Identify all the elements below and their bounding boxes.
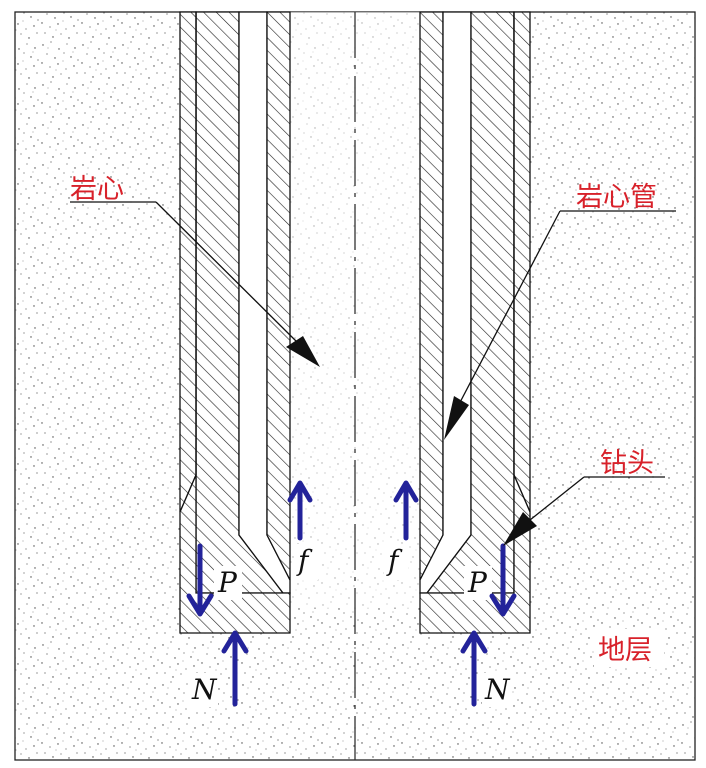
force-arrow-f-left xyxy=(287,480,313,541)
symbol-n-left: N xyxy=(191,673,218,706)
symbol-p-right: P xyxy=(467,566,488,599)
force-arrow-p-left xyxy=(186,543,214,617)
label-drill-bit: 钻头 xyxy=(600,448,654,479)
n-left-bg xyxy=(188,673,218,707)
symbol-p-left: P xyxy=(217,566,238,599)
label-stratum: 地层 xyxy=(598,635,652,666)
p-right-bg xyxy=(464,566,492,600)
left-outer-tube xyxy=(266,11,291,581)
force-arrow-n-right xyxy=(460,630,488,707)
stratum-label-bg xyxy=(594,629,664,667)
core-tube-leader xyxy=(444,210,676,440)
f-left-bg xyxy=(294,544,318,580)
force-arrow-n-left xyxy=(221,630,249,707)
label-core: 岩心 xyxy=(70,174,124,205)
drill-bit-leader xyxy=(503,476,665,546)
f-right-bg xyxy=(384,544,408,580)
p-left-bg xyxy=(214,566,242,600)
core-leader xyxy=(70,201,320,367)
label-core-tube: 岩心管 xyxy=(576,182,657,213)
n-right-bg xyxy=(482,673,512,707)
force-arrow-p-right xyxy=(489,543,517,617)
force-arrow-f-right xyxy=(393,480,419,541)
right-drill-bit xyxy=(513,11,531,513)
symbol-n-right: N xyxy=(484,673,511,706)
right-outer-tube xyxy=(419,11,444,581)
left-drill-bit xyxy=(179,11,197,513)
